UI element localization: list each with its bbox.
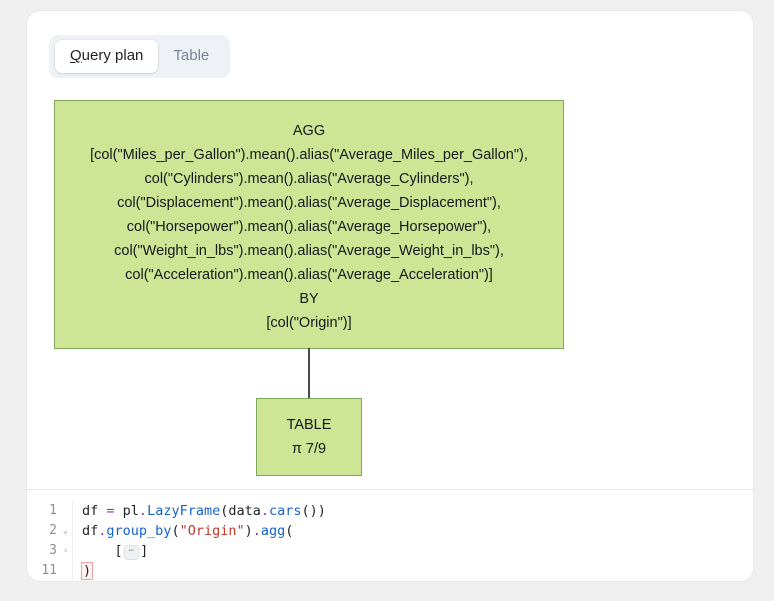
plan-node-table[interactable]: TABLE π 7/9 bbox=[256, 398, 362, 476]
line-number: 1 bbox=[49, 503, 57, 518]
code-token: pl bbox=[114, 503, 139, 519]
code-token: group_by bbox=[106, 523, 172, 539]
plan-node-agg-line-7: BY bbox=[299, 291, 319, 307]
code-token: ( bbox=[171, 523, 180, 539]
code-line[interactable]: 11) bbox=[27, 561, 753, 581]
code-token: . bbox=[138, 503, 148, 519]
line-number: 11 bbox=[41, 563, 57, 578]
chevron-right-icon[interactable]: › bbox=[62, 546, 69, 556]
code-token: agg bbox=[260, 523, 286, 539]
code-token: (data bbox=[220, 503, 261, 519]
gutter-divider bbox=[72, 561, 73, 581]
plan-node-agg-line-2: col("Cylinders").mean().alias("Average_C… bbox=[144, 171, 474, 187]
plan-node-agg-line-3: col("Displacement").mean().alias("Averag… bbox=[117, 195, 501, 211]
plan-edge-agg-table bbox=[308, 348, 310, 399]
code-line-text[interactable]: df.group_by("Origin").agg( bbox=[82, 521, 753, 541]
code-token: ( bbox=[285, 523, 294, 539]
query-plan-graph[interactable]: AGG [col("Miles_per_Gallon").mean().alia… bbox=[27, 89, 753, 489]
code-token: ()) bbox=[301, 503, 326, 519]
chevron-down-icon[interactable]: ⌄ bbox=[62, 526, 69, 536]
gutter-divider bbox=[72, 501, 73, 521]
editor-divider bbox=[27, 489, 753, 490]
code-token: . bbox=[252, 523, 261, 539]
plan-node-table-projection: π 7/9 bbox=[291, 441, 327, 457]
tab-query-plan-accesskey: Q bbox=[70, 47, 82, 64]
tab-table[interactable]: Table bbox=[173, 47, 210, 64]
code-token: ] bbox=[140, 543, 149, 559]
code-token: cars bbox=[269, 503, 302, 519]
code-token: = bbox=[106, 503, 115, 519]
code-line-text[interactable]: [⋯] bbox=[82, 541, 753, 561]
plan-node-agg-line-1: [col("Miles_per_Gallon").mean().alias("A… bbox=[90, 147, 528, 163]
code-token: . bbox=[260, 503, 269, 519]
code-token: df bbox=[82, 523, 99, 539]
code-token: LazyFrame bbox=[147, 503, 221, 519]
plan-node-agg-line-8: [col("Origin")] bbox=[266, 315, 352, 331]
code-token: df bbox=[82, 503, 107, 519]
bracket-match-highlight: ) bbox=[81, 562, 94, 580]
code-line-text[interactable]: df = pl.LazyFrame(data.cars()) bbox=[82, 501, 753, 521]
tab-query-plan[interactable]: Query plan bbox=[55, 40, 159, 73]
query-plan-card: Query plan Table AGG [col("Miles_per_Gal… bbox=[26, 10, 754, 582]
tab-query-plan-label: uery plan bbox=[81, 47, 144, 64]
gutter-divider bbox=[72, 521, 73, 541]
plan-node-agg-line-6: col("Acceleration").mean().alias("Averag… bbox=[125, 267, 493, 283]
folded-code-chip[interactable]: ⋯ bbox=[123, 545, 140, 560]
code-line[interactable]: 2⌄df.group_by("Origin").agg( bbox=[27, 521, 753, 541]
plan-node-agg-line-0: AGG bbox=[292, 123, 326, 139]
plan-node-agg[interactable]: AGG [col("Miles_per_Gallon").mean().alia… bbox=[54, 100, 564, 349]
code-token: "Origin" bbox=[179, 523, 245, 539]
code-token: [ bbox=[82, 543, 123, 559]
code-token: ) bbox=[244, 523, 253, 539]
fold-gutter-empty bbox=[59, 501, 72, 521]
plan-node-agg-line-4: col("Horsepower").mean().alias("Average_… bbox=[126, 219, 492, 235]
line-number: 2 bbox=[49, 523, 57, 538]
code-line[interactable]: 3 › [⋯] bbox=[27, 541, 753, 561]
plan-node-table-title: TABLE bbox=[286, 417, 332, 433]
code-token: . bbox=[98, 523, 107, 539]
gutter-divider bbox=[72, 541, 73, 561]
code-line-text[interactable]: ) bbox=[81, 561, 753, 581]
fold-gutter-empty bbox=[59, 561, 72, 581]
line-number: 3 bbox=[49, 543, 57, 558]
view-tab-group: Query plan Table bbox=[49, 35, 231, 78]
plan-node-agg-line-5: col("Weight_in_lbs").mean().alias("Avera… bbox=[114, 243, 504, 259]
